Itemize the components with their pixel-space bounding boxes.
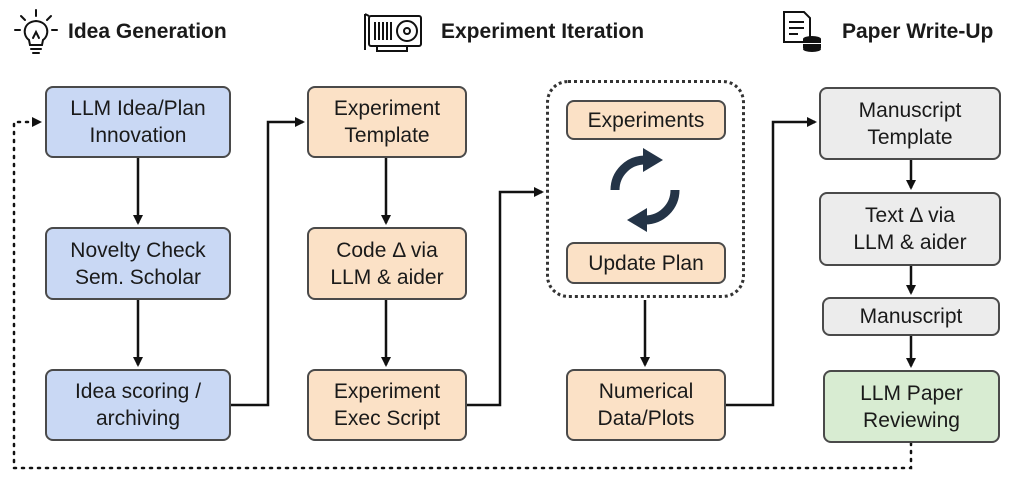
node-llm-idea-plan: LLM Idea/Plan Innovation	[45, 86, 231, 158]
node-llm-paper-reviewing: LLM Paper Reviewing	[823, 370, 1000, 443]
gpu-card-icon	[364, 13, 422, 52]
node-manuscript-template: Manuscript Template	[819, 87, 1001, 160]
node-idea-scoring: Idea scoring / archiving	[45, 369, 231, 441]
refresh-cycle-icon	[610, 148, 680, 232]
node-experiment-template: Experiment Template	[307, 86, 467, 158]
node-numerical-data-plots: Numerical Data/Plots	[566, 369, 726, 441]
header-experiment-iteration: Experiment Iteration	[441, 20, 645, 43]
node-experiment-exec-script: Experiment Exec Script	[307, 369, 467, 441]
feedback-loop-dotted	[12, 117, 913, 470]
node-code-delta: Code Δ via LLM & aider	[307, 227, 467, 300]
node-update-plan: Update Plan	[566, 242, 726, 284]
lightbulb-icon	[14, 9, 58, 54]
node-experiments: Experiments	[566, 100, 726, 140]
document-database-icon	[783, 11, 821, 52]
node-novelty-check: Novelty Check Sem. Scholar	[45, 227, 231, 300]
arrow-numerical-to-manuscript-template	[726, 117, 817, 407]
node-text-delta: Text Δ via LLM & aider	[819, 192, 1001, 266]
experiment-loop-group	[546, 80, 745, 298]
header-paper-write-up: Paper Write-Up	[842, 20, 994, 43]
header-idea-generation: Idea Generation	[68, 20, 227, 43]
arrow-exec-to-loop	[467, 187, 544, 407]
node-manuscript: Manuscript	[822, 297, 1000, 336]
arrow-scoring-to-template	[231, 117, 305, 407]
